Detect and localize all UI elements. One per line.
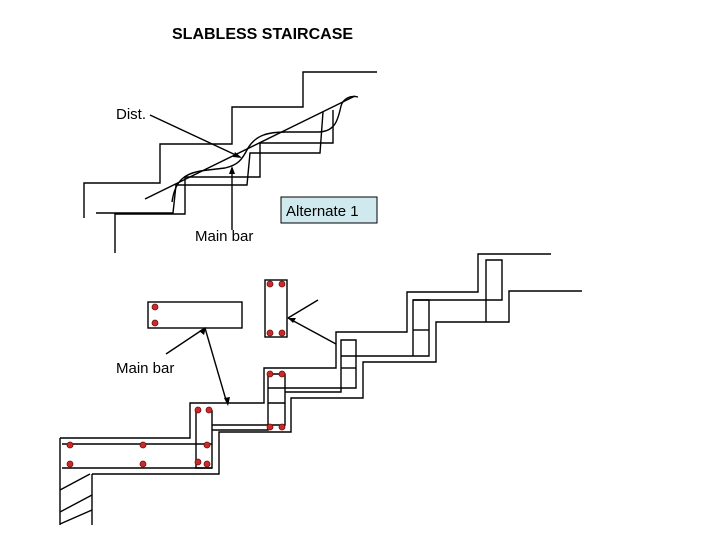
beam-section-vertical [264, 279, 288, 338]
main-bar-lower-leader-2 [165, 327, 206, 355]
main-bar-upper-arrowhead [229, 166, 235, 174]
main-bar-lower-label: Main bar [116, 360, 174, 377]
wall-hatch-1 [59, 473, 91, 491]
rebar-dot [66, 441, 74, 449]
upper-dist-bar-curve [171, 95, 359, 203]
main-bar-lower-arrowhead-2 [199, 327, 206, 335]
rebar-dot [66, 460, 74, 468]
rebar-dot [203, 460, 211, 468]
section-leader [287, 299, 319, 319]
alternate-box [280, 196, 378, 224]
rebar-dot [205, 406, 213, 414]
upper-stair-outline-top [83, 71, 377, 218]
rebar-dot [151, 303, 159, 311]
lower-stair-rebar-7 [413, 259, 503, 322]
lower-stair-rebar-4 [212, 373, 286, 431]
alternate-label: Alternate 1 [286, 203, 359, 220]
lower-stair-rebar-3 [195, 410, 213, 469]
wall-hatch-2 [59, 494, 93, 513]
rebar-dot [278, 423, 286, 431]
rebar-dot [139, 460, 147, 468]
wall-hatch-3 [59, 509, 93, 525]
rebar-dot [278, 280, 286, 288]
lower-stair-outer [60, 253, 551, 439]
upper-stair-inner-line [96, 111, 324, 214]
lower-stair-rebar-5 [268, 339, 357, 393]
main-bar-lower-leader-1 [204, 327, 227, 401]
rebar-dots [66, 280, 286, 468]
rebar-dot [194, 458, 202, 466]
section-arrowhead [288, 318, 296, 323]
rebar-dot [266, 329, 274, 337]
dist-arrowhead [233, 152, 242, 158]
rebar-dot [266, 370, 274, 378]
section-leader-2 [287, 317, 337, 345]
main-bar-upper-label: Main bar [195, 228, 253, 245]
lower-stair-rebar-6 [341, 299, 430, 357]
rebar-dot [139, 441, 147, 449]
rebar-dot [151, 319, 159, 327]
upper-staircase [83, 71, 377, 253]
lower-staircase [59, 253, 582, 525]
main-bar-lower-arrowhead-1 [224, 397, 230, 406]
rebar-dot [194, 406, 202, 414]
rebar-dot [266, 280, 274, 288]
dist-label: Dist. [116, 106, 146, 123]
rebar-dot [266, 423, 274, 431]
rebar-dot [203, 441, 211, 449]
diagram-title: SLABLESS STAIRCASE [172, 26, 353, 43]
lower-stair-inner [92, 290, 582, 475]
rebar-dot [278, 370, 286, 378]
rebar-dot [278, 329, 286, 337]
beam-section-horizontal [147, 301, 243, 329]
dist-leader [149, 114, 241, 158]
upper-main-bar-line [144, 95, 356, 200]
